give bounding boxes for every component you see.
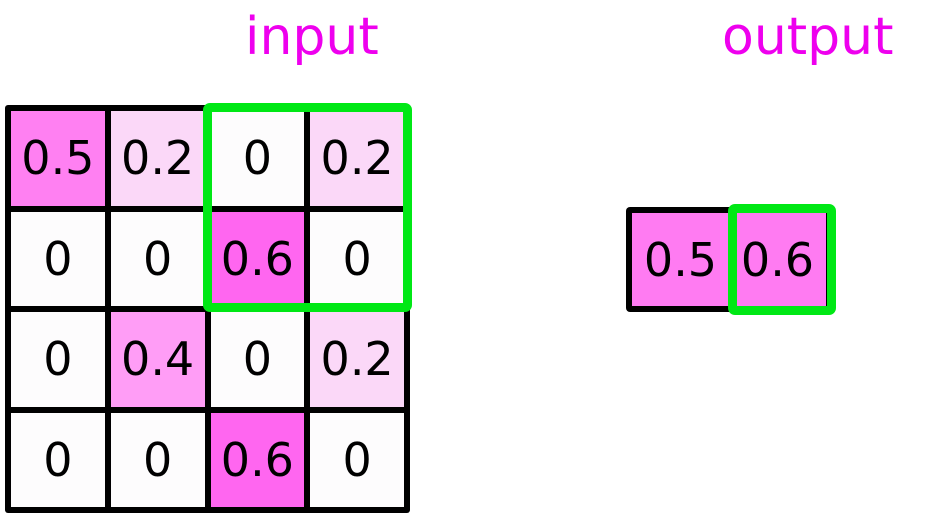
output-matrix: 0.5 0.6: [626, 207, 832, 312]
input-cell-r2c1: 0.4: [110, 312, 205, 407]
input-cell-r3c1: 0: [110, 412, 205, 507]
input-cell-value: 0: [43, 332, 73, 387]
input-cell-r3c0: 0: [11, 412, 105, 507]
input-cell-r0c1: 0.2: [110, 111, 205, 206]
input-cell-r1c3: 0: [310, 211, 404, 306]
input-cell-r1c0: 0: [11, 211, 105, 306]
input-cell-value: 0: [43, 231, 73, 286]
input-cell-r3c2: 0.6: [210, 412, 305, 507]
input-cell-value: 0: [43, 432, 73, 487]
input-matrix: 0.5 0.2 0 0.2 0 0 0.6 0 0 0.4 0 0.2 0 0 0.6 0: [5, 105, 410, 513]
input-cell-value: 0.5: [21, 131, 95, 186]
input-cell-r1c1: 0: [110, 211, 205, 306]
input-cell-r0c2: 0: [210, 111, 305, 206]
input-cell-value: 0: [242, 332, 273, 387]
input-cell-value: 0: [342, 432, 372, 487]
input-cell-r0c0: 0.5: [11, 111, 105, 206]
input-cell-value: 0.4: [121, 332, 195, 387]
input-cell-value: 0: [242, 131, 273, 186]
output-cell-value: 0.6: [740, 232, 815, 287]
input-cell-r3c3: 0: [310, 412, 404, 507]
output-cell-value: 0.5: [643, 232, 718, 287]
input-cell-value: 0.2: [121, 131, 195, 186]
output-title: output: [722, 7, 894, 67]
input-cell-value: 0.6: [220, 231, 294, 286]
input-cell-r0c3: 0.2: [310, 111, 404, 206]
input-cell-value: 0: [142, 432, 173, 487]
input-cell-r2c3: 0.2: [310, 312, 404, 407]
input-cell-r1c2: 0.6: [210, 211, 305, 306]
output-cell-r0c0: 0.5: [632, 213, 729, 306]
output-cell-r0c1: 0.6: [729, 213, 826, 306]
input-cell-value: 0: [142, 231, 173, 286]
input-cell-value: 0: [342, 231, 372, 286]
input-cell-r2c2: 0: [210, 312, 305, 407]
input-title: input: [245, 7, 379, 67]
input-cell-value: 0.2: [320, 131, 394, 186]
input-cell-value: 0.6: [220, 432, 294, 487]
input-cell-value: 0.2: [320, 332, 394, 387]
input-cell-r2c0: 0: [11, 312, 105, 407]
